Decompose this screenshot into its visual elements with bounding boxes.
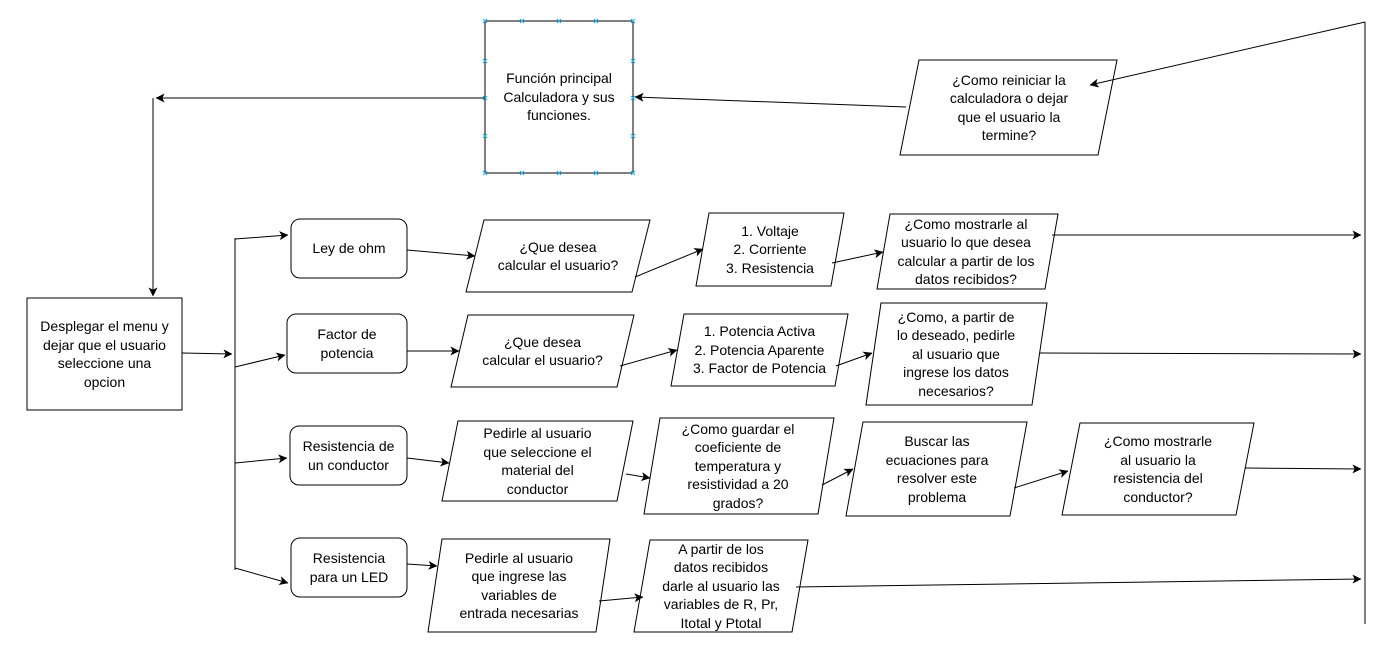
edge-restart-to-main bbox=[634, 92, 907, 108]
node-ohm-opts-shape[interactable] bbox=[695, 212, 845, 287]
selection-handles bbox=[482, 18, 636, 176]
node-ohm-opts-label: 1. Voltaje 2. Corriente 3. Resistencia bbox=[726, 222, 814, 276]
node-main-shape[interactable] bbox=[484, 20, 634, 174]
edge-rc-eq-show bbox=[1013, 469, 1069, 489]
edge-led-ask-give bbox=[598, 593, 644, 603]
edge-ohm-q bbox=[406, 249, 476, 260]
node-menu-shape[interactable] bbox=[26, 297, 183, 411]
node-led-ask-label: Pedirle al usuario que ingrese las varia… bbox=[459, 549, 579, 622]
node-pf-shape[interactable] bbox=[286, 313, 408, 374]
node-led-label: Resistencia para un LED bbox=[309, 550, 389, 585]
node-restart-label: ¿Como reiniciar la calculadora o dejar q… bbox=[949, 71, 1069, 144]
node-led-shape[interactable] bbox=[290, 537, 408, 598]
node-rc-shape[interactable] bbox=[289, 425, 408, 486]
edge-ohm-opts-show bbox=[831, 249, 884, 264]
edge-branch-ohm bbox=[234, 231, 289, 241]
edge-bus-to-restart bbox=[1089, 21, 1366, 88]
edge-led-give-bus bbox=[795, 574, 1362, 588]
node-rc-eq-label: Buscar las ecuaciones para resolver este… bbox=[885, 433, 989, 505]
node-pf-q-label: ¿Que desea calcular el usuario? bbox=[482, 333, 603, 369]
edge-rc-ask bbox=[406, 457, 450, 467]
edge-rc-ask-store bbox=[625, 472, 651, 482]
edge-led-ask bbox=[406, 560, 438, 570]
node-menu-label: Desplegar el menu y dejar que el usuario… bbox=[40, 318, 169, 390]
node-pf-label: Factor de potencia bbox=[317, 326, 377, 361]
node-led-ask-shape[interactable] bbox=[427, 538, 611, 633]
node-ohm-label: Ley de ohm bbox=[312, 240, 386, 257]
node-ohm-shape[interactable] bbox=[290, 218, 408, 279]
edge-ohm-q-opts bbox=[634, 248, 704, 278]
node-rc-ask-label: Pedirle al usuario que seleccione el mat… bbox=[483, 425, 592, 497]
node-ohm-show-shape[interactable] bbox=[876, 213, 1059, 290]
node-rc-ask-shape[interactable] bbox=[441, 420, 634, 502]
node-led-give-label: A partir de los datos recibidos darle al… bbox=[662, 540, 780, 631]
node-ohm-q-shape[interactable] bbox=[465, 219, 651, 293]
node-ohm-q-label: ¿Que desea calcular el usuario? bbox=[497, 238, 619, 274]
node-main-label: Función principal Calculadora y sus func… bbox=[503, 70, 615, 124]
node-rc-eq-shape[interactable] bbox=[845, 421, 1028, 517]
node-pf-opts-label: 1. Potencia Activa 2. Potencia Aparente … bbox=[692, 323, 827, 377]
node-pf-ask-label: ¿Como, a partir de lo deseado, pedirle a… bbox=[896, 308, 1016, 399]
node-rc-store-label: ¿Como guardar el coeficiente de temperat… bbox=[681, 420, 795, 511]
node-restart-shape[interactable] bbox=[899, 59, 1118, 156]
node-rc-show-shape[interactable] bbox=[1061, 422, 1255, 516]
node-pf-q-shape[interactable] bbox=[450, 314, 635, 388]
edge-pf-opts-ask bbox=[835, 351, 873, 367]
edge-branch-rc bbox=[234, 454, 288, 464]
edge-branch-pf bbox=[234, 352, 286, 368]
edge-rc-store-eq bbox=[821, 468, 854, 486]
edge-branch-led bbox=[234, 567, 289, 586]
node-rc-show-label: ¿Como mostrarle al usuario la resistenci… bbox=[1103, 433, 1213, 505]
node-ohm-show-label: ¿Como mostrarle al usuario lo que desea … bbox=[897, 215, 1035, 288]
node-rc-label: Resistencia de un conductor bbox=[302, 438, 395, 473]
edge-pf-q-opts bbox=[619, 347, 678, 367]
node-rc-store-shape[interactable] bbox=[643, 417, 835, 515]
edge-rc-show-bus bbox=[1244, 464, 1362, 474]
node-pf-opts-shape[interactable] bbox=[670, 313, 849, 387]
node-pf-ask-shape[interactable] bbox=[865, 302, 1048, 406]
edge-menu-to-branch bbox=[181, 349, 233, 359]
edge-pf-ask-bus bbox=[1039, 349, 1362, 359]
